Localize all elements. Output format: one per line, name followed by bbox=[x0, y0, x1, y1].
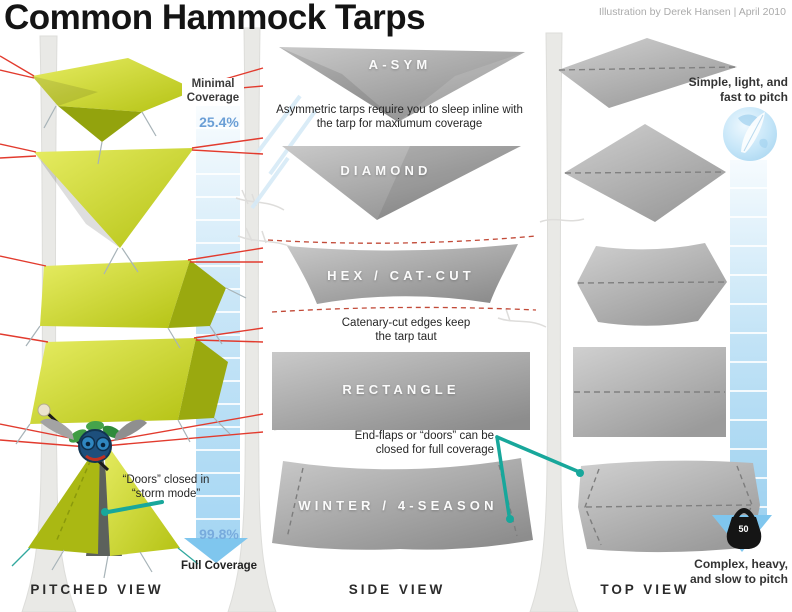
tarp-label-hex: HEX / CAT-CUT bbox=[327, 268, 475, 283]
complexity-gauge-bar bbox=[730, 160, 767, 520]
storm-mode-note: “Doors” closed in “storm mode” bbox=[122, 474, 210, 501]
footer-side-view: SIDE VIEW bbox=[348, 582, 446, 597]
weight-value-label: 50 bbox=[738, 524, 749, 534]
top-rectangle-tarp bbox=[573, 347, 726, 437]
tree-trunk bbox=[227, 27, 277, 612]
stake-lines bbox=[15, 105, 247, 579]
top-diamond-tarp bbox=[564, 124, 726, 222]
endflaps-note: End-flaps or “doors” can be closed for f… bbox=[354, 430, 494, 457]
minimal-coverage-label: Minimal Coverage bbox=[182, 78, 244, 106]
side-hex-tarp bbox=[287, 244, 518, 304]
tarp-label-diamond: DIAMOND bbox=[340, 163, 432, 178]
full-coverage-value: 99.8% bbox=[199, 526, 239, 542]
feather-icon bbox=[723, 107, 777, 161]
top-hex-tarp bbox=[577, 243, 728, 326]
top-winter-tarp bbox=[578, 460, 760, 553]
tarp-label-rectangle: RECTANGLE bbox=[342, 382, 460, 397]
stake-lines-teal bbox=[11, 547, 199, 567]
catenary-note: Catenary-cut edges keep the tarp taut bbox=[341, 317, 471, 344]
simple-light-note: Simple, light, and fast to pitch bbox=[688, 75, 788, 104]
side-asym-tarp bbox=[279, 47, 525, 122]
top-asym-tarp bbox=[558, 38, 737, 108]
door-callout-arrows bbox=[101, 435, 584, 523]
complex-heavy-note: Complex, heavy, and slow to pitch bbox=[690, 557, 788, 586]
pitched-diamond-tarp bbox=[34, 148, 194, 248]
full-coverage-label: Full Coverage bbox=[180, 560, 258, 572]
camper-mascot bbox=[37, 403, 147, 472]
credit-line: Illustration by Derek Hansen | April 201… bbox=[598, 6, 786, 18]
side-rectangle-tarp bbox=[272, 352, 530, 430]
minimal-coverage-value: 25.4% bbox=[199, 114, 239, 130]
footer-top-view: TOP VIEW bbox=[600, 582, 690, 597]
rain-streaks bbox=[250, 94, 318, 210]
pitched-hex-tarp bbox=[40, 260, 226, 328]
asym-note: Asymmetric tarps require you to sleep in… bbox=[276, 104, 523, 131]
catenary-cut-dashes bbox=[267, 235, 537, 313]
side-diamond-tarp bbox=[282, 146, 521, 220]
tarp-label-winter: WINTER / 4-SEASON bbox=[298, 498, 498, 513]
page-title: Common Hammock Tarps bbox=[4, 0, 426, 37]
guy-lines-red bbox=[0, 55, 264, 449]
tarp-label-asym: A-SYM bbox=[368, 57, 432, 72]
full-coverage-arrow bbox=[184, 538, 248, 563]
pitched-winter-tarp bbox=[28, 440, 180, 556]
tree-trunk bbox=[529, 32, 579, 612]
pitched-asym-tarp bbox=[32, 58, 196, 142]
footer-pitched-view: PITCHED VIEW bbox=[30, 582, 164, 597]
weight-icon bbox=[726, 508, 762, 549]
pitched-rectangle-tarp bbox=[30, 338, 228, 424]
